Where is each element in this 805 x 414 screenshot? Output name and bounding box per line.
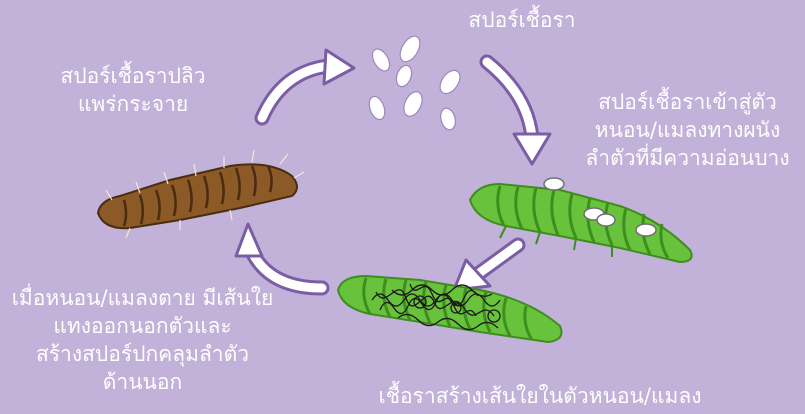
cycle-arrow-icon: [236, 224, 262, 256]
label-line: สปอร์เชื้อราปลิว: [28, 62, 238, 90]
caterpillar-infected-icon: [338, 276, 562, 342]
label-line: แทงออกนอกตัวและ: [0, 312, 285, 340]
label-line: เมื่อหนอน/แมลงตาย มีเส้นใย: [0, 284, 285, 312]
label-line: หนอน/แมลงทางผนัง: [570, 116, 805, 144]
label-line: สร้างสปอร์ปกคลุมลำตัว: [0, 340, 285, 368]
label-enter-host: สปอร์เชื้อราเข้าสู่ตัว หนอน/แมลงทางผนัง …: [570, 88, 805, 172]
label-line: แพร่กระจาย: [28, 90, 238, 118]
label-host-death: เมื่อหนอน/แมลงตาย มีเส้นใย แทงออกนอกตัวแ…: [0, 284, 285, 396]
label-line: สปอร์เชื้อรา: [452, 6, 592, 34]
label-line: สปอร์เชื้อราเข้าสู่ตัว: [570, 88, 805, 116]
caterpillar-mummified-icon: [98, 150, 304, 238]
spore-cluster: [366, 33, 464, 132]
cycle-arrow-icon: [324, 50, 354, 84]
cycle-arrow-icon: [514, 134, 550, 164]
label-spores: สปอร์เชื้อรา: [452, 6, 592, 34]
label-line: ด้านนอก: [0, 368, 285, 396]
label-line: ลำตัวที่มีความอ่อนบาง: [570, 144, 805, 172]
label-fungal-growth: เชื้อราสร้างเส้นใยในตัวหนอน/แมลง: [355, 382, 725, 410]
label-spore-release: สปอร์เชื้อราปลิว แพร่กระจาย: [28, 62, 238, 118]
label-line: เชื้อราสร้างเส้นใยในตัวหนอน/แมลง: [355, 382, 725, 410]
